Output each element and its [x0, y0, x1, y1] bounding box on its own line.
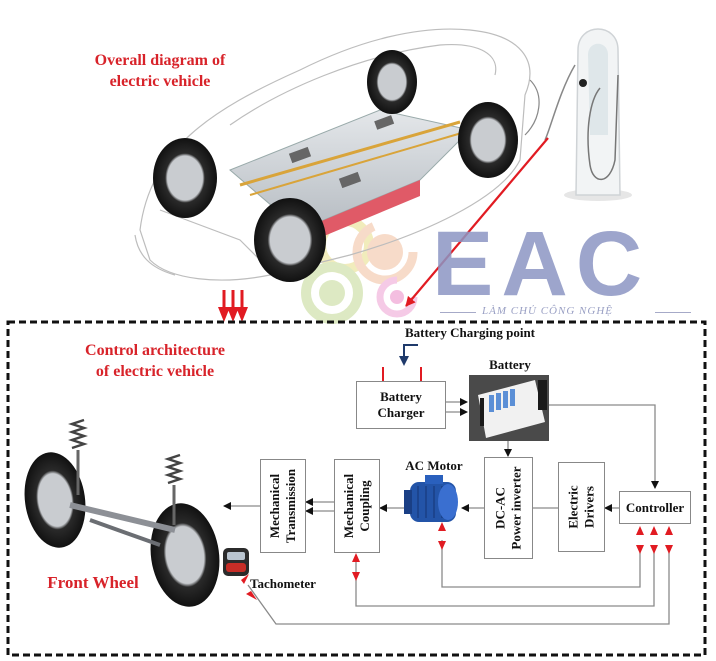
- block-text: DC-AC: [492, 487, 508, 529]
- ac-motor-illustration: [404, 475, 458, 522]
- ac-motor-label: AC Motor: [405, 458, 463, 473]
- block-text: Drivers: [581, 486, 597, 528]
- logo-brand: EAC: [432, 213, 651, 315]
- block-text: Electric: [565, 485, 581, 529]
- tagline-rule-right: [655, 312, 691, 313]
- front-wheel-label: Front Wheel: [47, 573, 139, 592]
- block-text: Battery: [380, 389, 422, 404]
- control-architecture-frame: [6, 320, 707, 657]
- block-text: Charger: [377, 405, 425, 420]
- charging-point-label: Battery Charging point: [405, 325, 535, 340]
- charging-link-arrow: [405, 137, 549, 307]
- logo-circles: [301, 216, 418, 324]
- battery-label: Battery: [489, 357, 531, 372]
- block-text: Controller: [625, 499, 685, 515]
- logo-tagline: LÀM CHỦ CÔNG NGHỆ: [482, 305, 613, 317]
- title-line: of electric vehicle: [95, 363, 215, 380]
- car-wheels: [153, 50, 518, 282]
- battery-illustration: [469, 375, 549, 441]
- bidirectional-arrows: [241, 522, 673, 600]
- block-text: Coupling: [357, 480, 373, 532]
- block-text: Power inverter: [508, 466, 524, 550]
- title-line: Control architecture: [85, 342, 225, 359]
- control-architecture-title: Control architecture of electric vehicle: [60, 340, 250, 382]
- front-wheel-illustration: [24, 418, 220, 607]
- tachometer-illustration: [223, 548, 249, 576]
- block-text: Mechanical: [267, 473, 283, 539]
- controller-block: Controller: [619, 491, 691, 524]
- title-line: electric vehicle: [109, 73, 211, 90]
- tachometer-label: Tachometer: [250, 576, 316, 591]
- tagline-rule-left: [440, 312, 476, 313]
- block-text: Transmission: [283, 468, 299, 544]
- triple-down-arrows: [218, 290, 248, 322]
- charging-point-arrow: [403, 344, 418, 360]
- overall-diagram-title: Overall diagram of electric vehicle: [55, 50, 265, 92]
- charging-station-illustration: [524, 28, 632, 201]
- block-text: Mechanical: [341, 473, 357, 539]
- title-line: Overall diagram of: [94, 52, 226, 69]
